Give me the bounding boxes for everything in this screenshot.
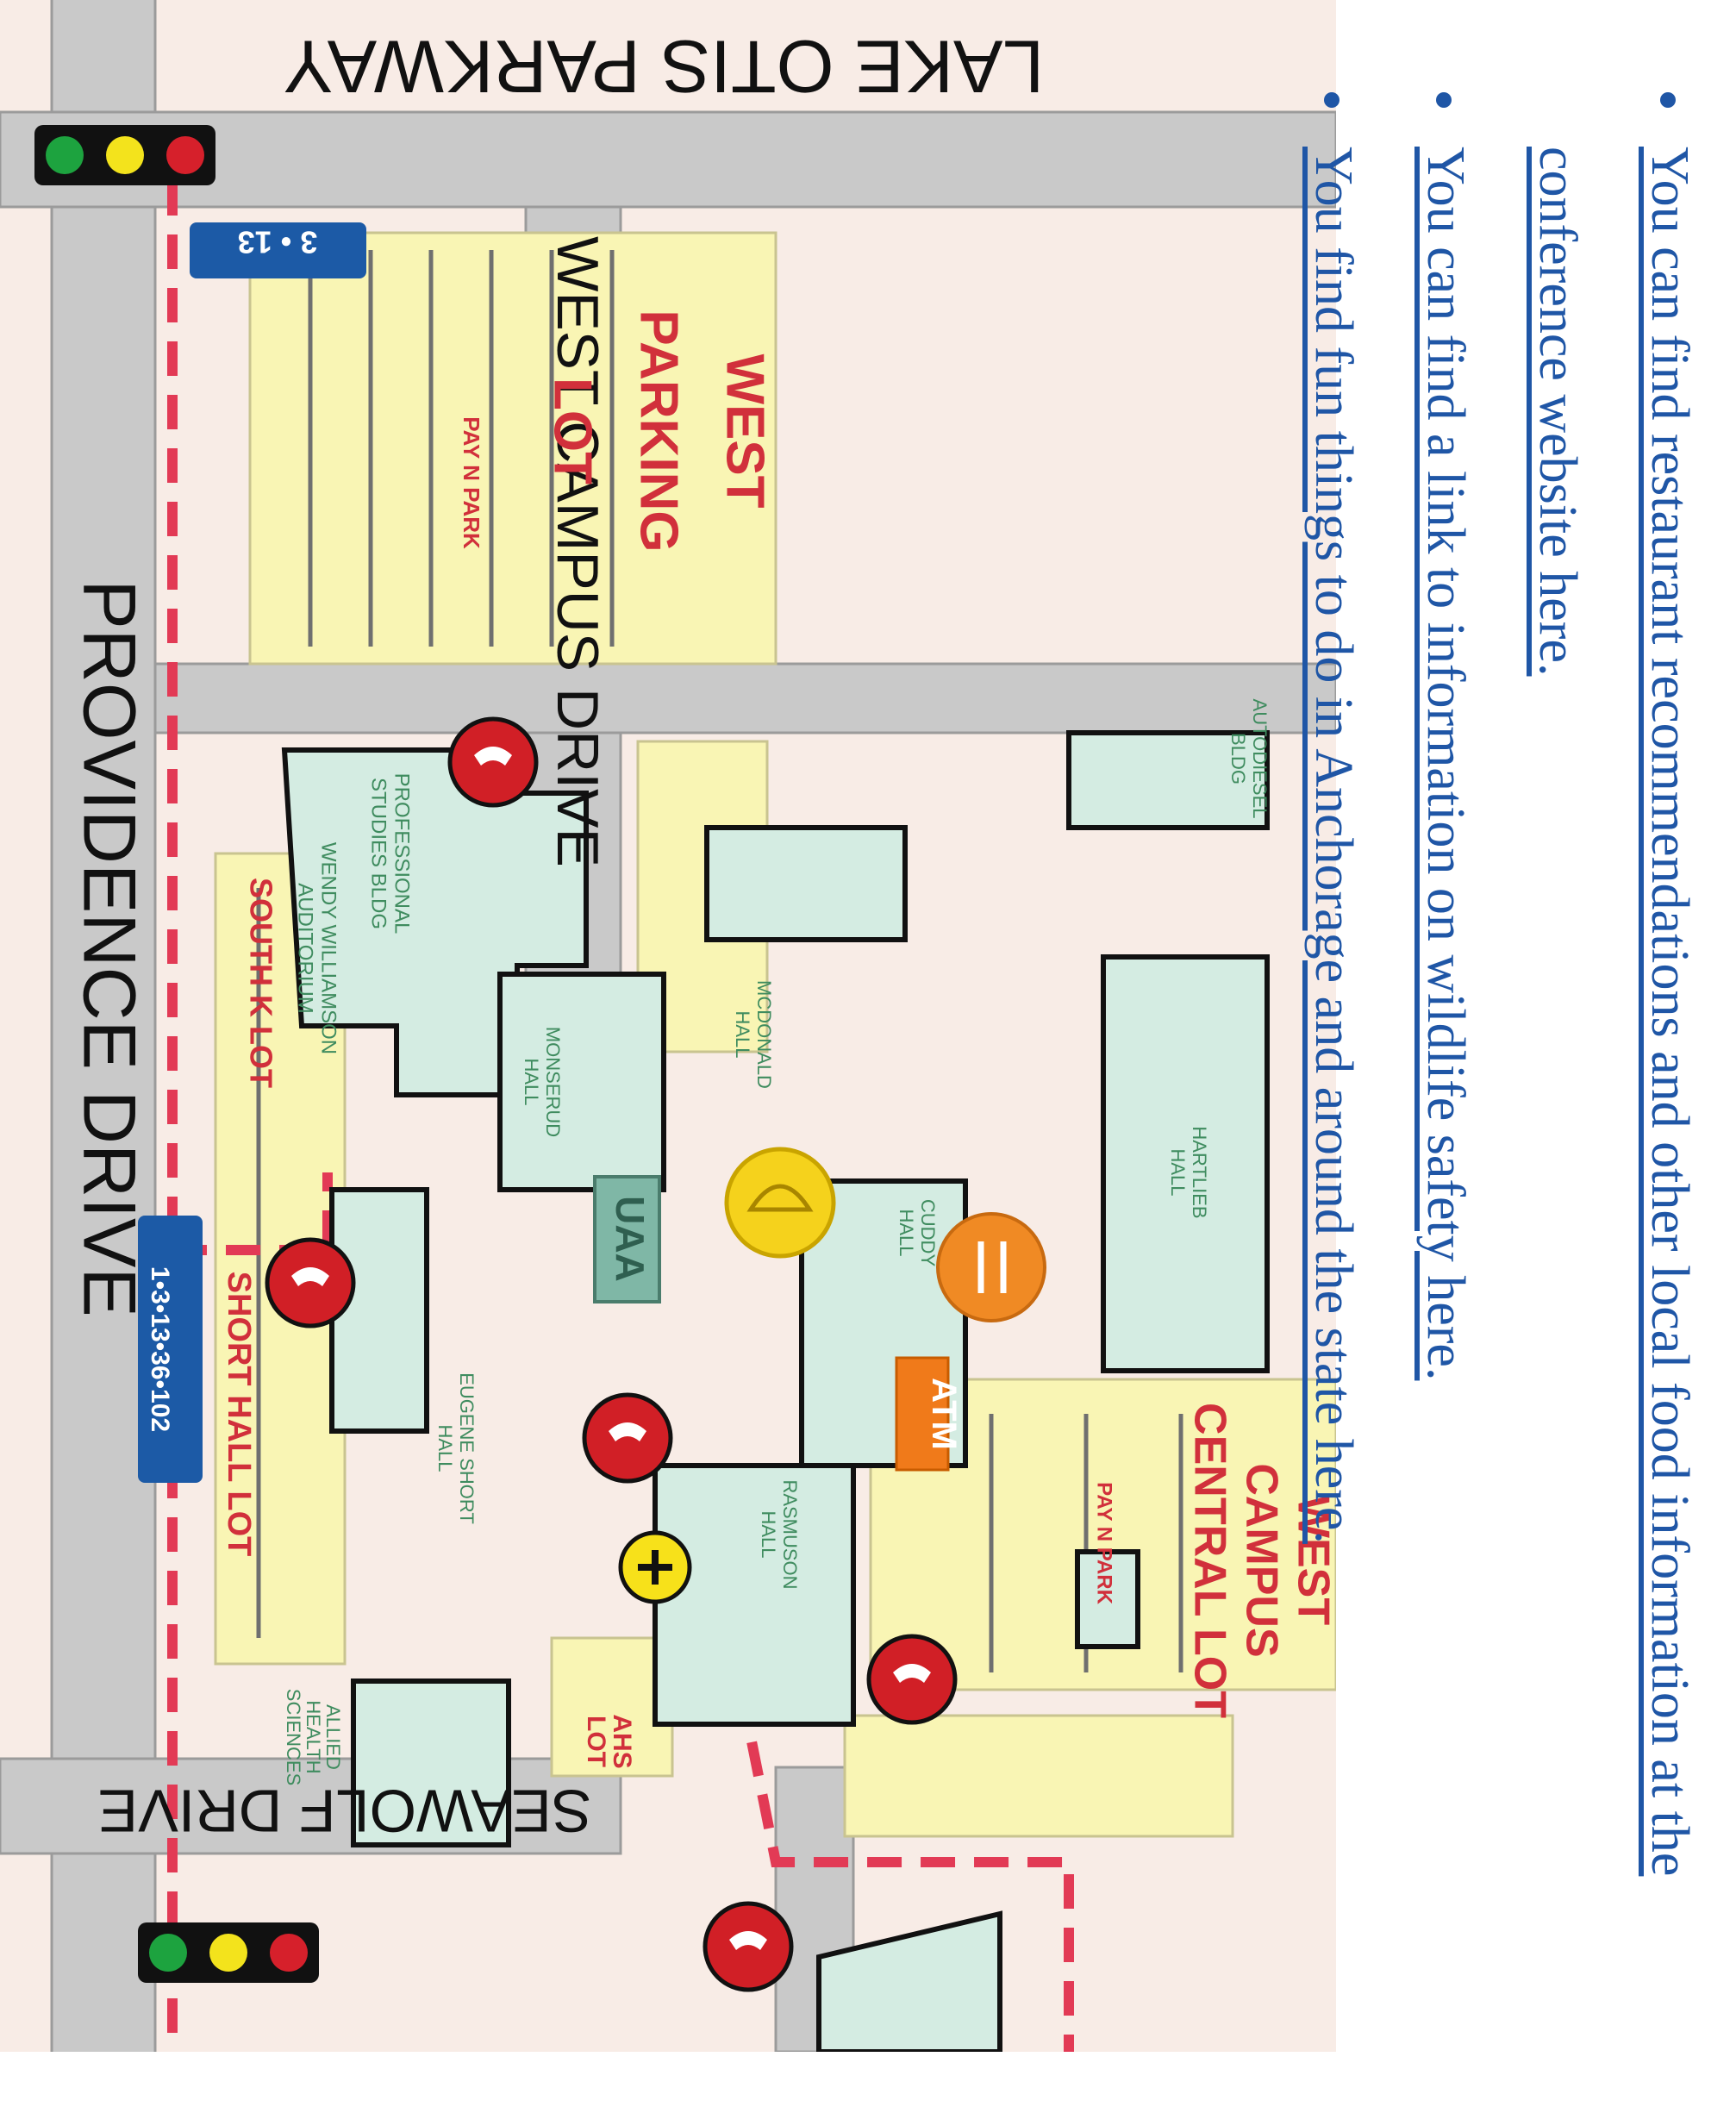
monserud-hall bbox=[497, 972, 666, 1192]
bus-sign-mid-icon bbox=[138, 1216, 203, 1483]
eugene-short-line1: EUGENE SHORT bbox=[456, 1372, 478, 1524]
short-hall-lot-label: SHORT HALL LOT bbox=[221, 1272, 257, 1557]
autodiesel-line2: BLDG bbox=[1227, 733, 1249, 785]
professional-line1: PROFESSIONAL bbox=[390, 773, 414, 935]
links-panel: You can find restaurant recommendations … bbox=[1304, 0, 1736, 2113]
eugene-short-hall bbox=[329, 1187, 429, 1434]
autodiesel-bldg bbox=[1066, 730, 1270, 830]
west-campus-central-line2: CAMPUS bbox=[1236, 1463, 1286, 1657]
west-parking-lot bbox=[248, 231, 777, 666]
west-parking-line2: PARKING bbox=[629, 309, 689, 552]
street-providence: PROVIDENCE DRIVE bbox=[67, 579, 150, 1316]
west-parking-line1: WEST bbox=[715, 353, 775, 508]
food-icon bbox=[936, 1212, 1046, 1322]
rasmuson-line2: HALL bbox=[758, 1510, 779, 1558]
links-list: You can find restaurant recommendations … bbox=[1277, 0, 1736, 2113]
ahs-lot-line2: LOT bbox=[582, 1716, 610, 1767]
list-item: You find fun things to do in Anchorage a… bbox=[1277, 129, 1389, 2113]
phone-icon bbox=[703, 1901, 794, 1992]
buildings bbox=[281, 730, 1270, 2052]
atm-label: ATM bbox=[925, 1378, 963, 1450]
lake-otis-parkway-road bbox=[0, 110, 1336, 209]
mcdonald-line1: MCDONALD bbox=[753, 980, 775, 1089]
hartlieb-line2: HALL bbox=[1167, 1148, 1189, 1196]
fun-things-link[interactable]: You find fun things to do in Anchorage a… bbox=[1304, 147, 1363, 1544]
street-lake-otis: LAKE OTIS PARKWAY bbox=[284, 24, 1045, 107]
small-structure bbox=[1075, 1549, 1140, 1649]
south-building bbox=[816, 1910, 1002, 2052]
monserud-line1: MONSERUD bbox=[542, 1027, 564, 1137]
hartlieb-hall bbox=[1101, 954, 1270, 1373]
bus-route bbox=[167, 181, 1074, 2052]
uaa-sign-icon bbox=[593, 1175, 661, 1303]
list-item: You can find restaurant recommendations … bbox=[1502, 129, 1726, 2113]
phone-icons bbox=[265, 716, 958, 1992]
hartlieb-line1: HARTLIEB bbox=[1189, 1126, 1210, 1218]
campus-connector-road bbox=[153, 662, 1336, 735]
uaa-sign-label: UAA bbox=[608, 1196, 653, 1282]
seawolf-drive-road bbox=[0, 1757, 622, 1855]
wendy-line1: WENDY WILLIAMSON bbox=[317, 842, 340, 1054]
professional-line2: STUDIES BLDG bbox=[367, 778, 390, 929]
bus-sign-top-icon bbox=[190, 222, 366, 278]
bus-sign-top: 3 • 13 bbox=[238, 224, 318, 259]
allied-health-sciences bbox=[351, 1679, 511, 1847]
allied-line2: HEALTH bbox=[303, 1700, 324, 1773]
eugene-short-line2: HALL bbox=[434, 1424, 456, 1472]
first-aid-icon bbox=[618, 1530, 692, 1604]
phone-icon bbox=[866, 1634, 958, 1725]
cuddy-line1: CUDDY bbox=[917, 1199, 939, 1267]
campus-map: ATM UAA 3 • 13 1•3•13•36•102 LAKE OTIS P… bbox=[0, 0, 1336, 2052]
pay-n-park-label-1: PAY N PARK bbox=[459, 416, 484, 549]
bus-sign-mid: 1•3•13•36•102 bbox=[146, 1266, 174, 1432]
restaurant-link[interactable]: You can find restaurant recommendations … bbox=[1528, 147, 1699, 1877]
street-seawolf: SEAWOLF DRIVE bbox=[97, 1778, 591, 1845]
list-item: You can find a link to information on wi… bbox=[1389, 129, 1502, 2113]
mcdonald-hall bbox=[704, 825, 908, 942]
traffic-light-top bbox=[34, 125, 215, 185]
allied-line3: SCIENCES bbox=[283, 1689, 304, 1785]
lot-labels: WEST PARKING LOT PAY N PARK SOUTH K LOT … bbox=[221, 309, 1336, 1768]
dome-icon bbox=[724, 1147, 836, 1259]
phone-icon bbox=[447, 716, 539, 808]
atm-icon bbox=[895, 1356, 950, 1472]
ahs-lot-line1: AHS bbox=[608, 1714, 636, 1768]
street-west-campus: WEST CAMPUS DRIVE bbox=[545, 236, 610, 867]
south-k-lot-label: SOUTH K LOT bbox=[243, 878, 278, 1088]
traffic-light-bottom bbox=[138, 1922, 319, 1983]
rasmuson-hall bbox=[653, 1463, 856, 1727]
allied-line1: ALLIED bbox=[322, 1704, 344, 1770]
cuddy-line2: HALL bbox=[896, 1209, 917, 1256]
south-lot bbox=[843, 1714, 1234, 1838]
providence-drive-road bbox=[50, 0, 157, 2052]
west-campus-central-line1: WEST bbox=[1288, 1496, 1336, 1625]
bus-route-south bbox=[736, 1688, 1074, 2052]
phone-icon bbox=[582, 1392, 673, 1484]
wendy-line2: AUDITORIUM bbox=[294, 883, 317, 1014]
ahs-lot bbox=[550, 1636, 674, 1778]
west-parking-line3: LOT bbox=[543, 378, 603, 484]
monserud-line2: HALL bbox=[521, 1058, 542, 1105]
phone-icon bbox=[265, 1237, 356, 1328]
west-campus-central-line3: CENTRAL LOT bbox=[1184, 1403, 1234, 1718]
wildlife-safety-link[interactable]: You can find a link to information on wi… bbox=[1416, 147, 1475, 1381]
pay-n-park-label-2: PAY N PARK bbox=[1093, 1482, 1116, 1604]
autodiesel-line1: AUTODIESEL bbox=[1249, 699, 1271, 819]
mcdonald-line2: HALL bbox=[732, 1010, 753, 1058]
building-labels: AUTODIESEL BLDG PROFESSIONAL STUDIES BLD… bbox=[283, 699, 1271, 1786]
rasmuson-line1: RASMUSON bbox=[779, 1479, 801, 1589]
